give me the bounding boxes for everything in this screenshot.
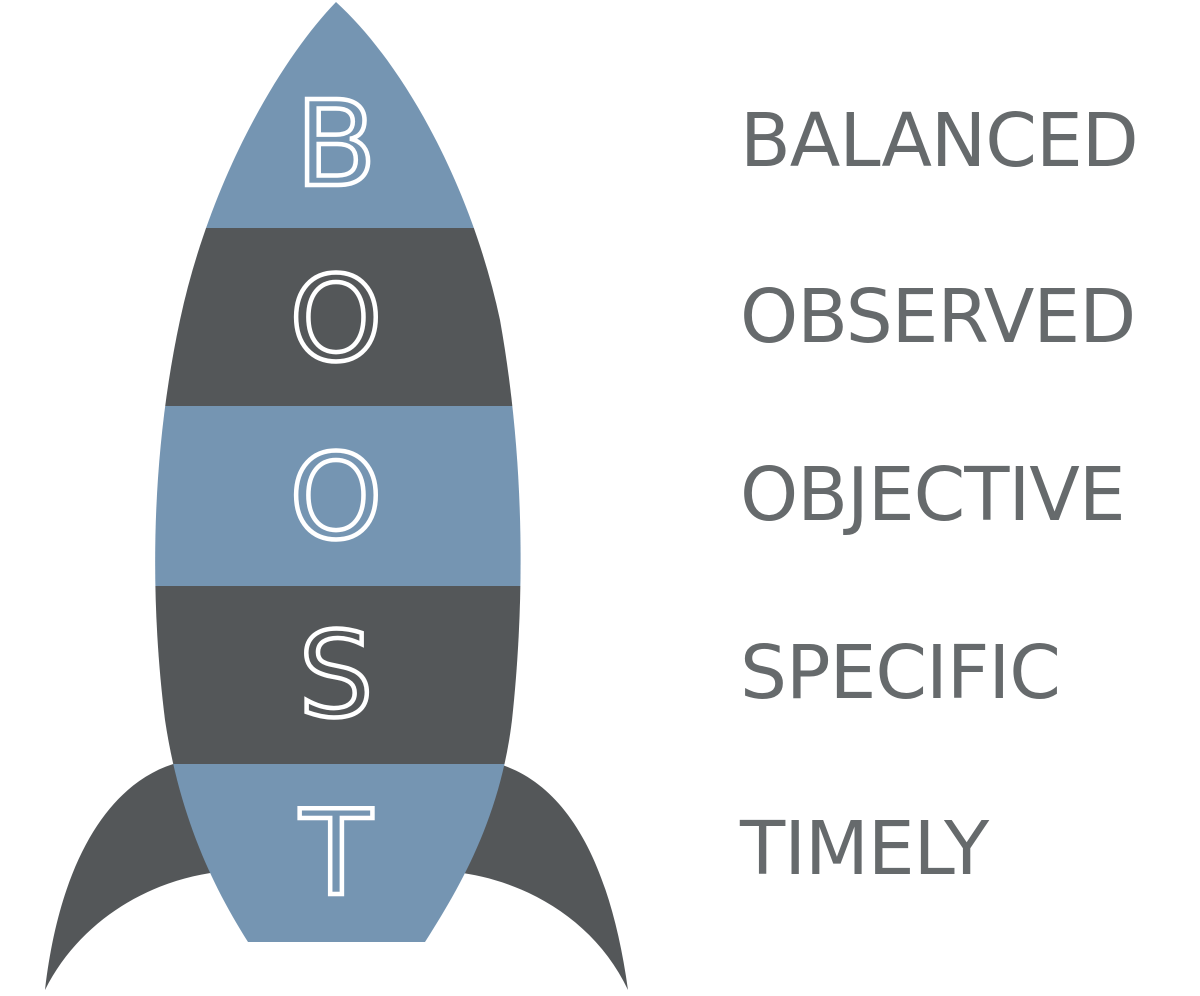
word-observed: OBSERVED	[740, 274, 1136, 360]
band-o1	[155, 228, 521, 406]
band-o2	[155, 406, 521, 586]
rocket-letter-s: S	[299, 606, 374, 744]
band-s	[155, 586, 521, 764]
rocket-letter-o1: O	[290, 250, 383, 388]
word-timely: TIMELY	[740, 806, 989, 892]
rocket-letter-b: B	[296, 75, 377, 213]
rocket-letter-o2: O	[290, 428, 383, 566]
left-fin	[45, 762, 218, 990]
word-specific: SPECIFIC	[740, 630, 1061, 716]
rocket-body	[155, 2, 521, 942]
word-objective: OBJECTIVE	[740, 452, 1126, 538]
rocket-letter-t: T	[299, 784, 373, 922]
right-fin	[455, 762, 628, 990]
word-balanced: BALANCED	[740, 98, 1139, 184]
